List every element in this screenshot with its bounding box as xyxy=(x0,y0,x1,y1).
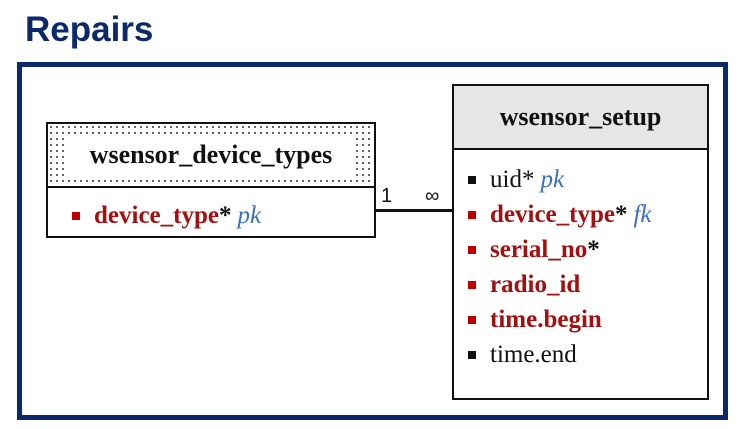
attribute-name: time.end xyxy=(490,340,577,368)
key-label: pk xyxy=(237,201,262,229)
bullet-icon xyxy=(468,175,476,184)
attribute-list: device_type*pk xyxy=(48,188,374,233)
attribute-name: radio_id xyxy=(490,270,581,298)
entity-name: wsensor_device_types xyxy=(89,140,333,169)
required-marker: * xyxy=(587,235,600,263)
attribute-row-device-type[interactable]: device_type*fk xyxy=(454,197,707,232)
attribute-name: time.begin xyxy=(490,305,602,333)
attribute-row-serial-no[interactable]: serial_no* xyxy=(454,232,707,267)
entity-header: wsensor_device_types xyxy=(48,124,374,188)
entity-header: wsensor_setup xyxy=(454,86,707,150)
entity-name: wsensor_setup xyxy=(499,102,662,131)
key-label: fk xyxy=(633,200,652,228)
cardinality-one: 1 xyxy=(381,185,393,207)
attribute-row-radio-id[interactable]: radio_id xyxy=(454,267,707,302)
cardinality-many: ∞ xyxy=(425,185,440,207)
diagram-frame xyxy=(17,62,728,420)
bullet-icon xyxy=(468,280,476,289)
entity-wsensor-setup[interactable]: wsensor_setup uid*pk device_type*fk seri… xyxy=(452,84,709,400)
diagram-title: Repairs xyxy=(25,10,154,49)
entity-header-label-box xyxy=(68,134,354,176)
attribute-name: device_type xyxy=(490,200,615,228)
bullet-icon xyxy=(468,245,476,254)
key-label: pk xyxy=(540,165,565,193)
attribute-name: serial_no xyxy=(490,235,588,263)
required-marker: * xyxy=(614,200,628,228)
bullet-icon xyxy=(468,350,476,359)
required-marker: * xyxy=(218,201,232,229)
entity-wsensor-device-types[interactable]: wsensor_device_types device_type*pk xyxy=(46,122,376,238)
attribute-name: uid xyxy=(490,165,522,193)
required-marker: * xyxy=(521,165,535,193)
attribute-row-time-begin[interactable]: time.begin xyxy=(454,302,707,337)
bullet-icon xyxy=(468,210,476,219)
attribute-row-uid[interactable]: uid*pk xyxy=(454,162,707,197)
attribute-row-device-type[interactable]: device_type*pk xyxy=(48,198,374,233)
bullet-icon xyxy=(468,315,476,324)
bullet-icon xyxy=(72,211,80,220)
relationship-line[interactable] xyxy=(376,209,452,212)
attribute-name: device_type xyxy=(94,201,219,229)
attribute-row-time-end[interactable]: time.end xyxy=(454,337,707,372)
attribute-list: uid*pk device_type*fk serial_no* radio_i… xyxy=(454,150,707,372)
